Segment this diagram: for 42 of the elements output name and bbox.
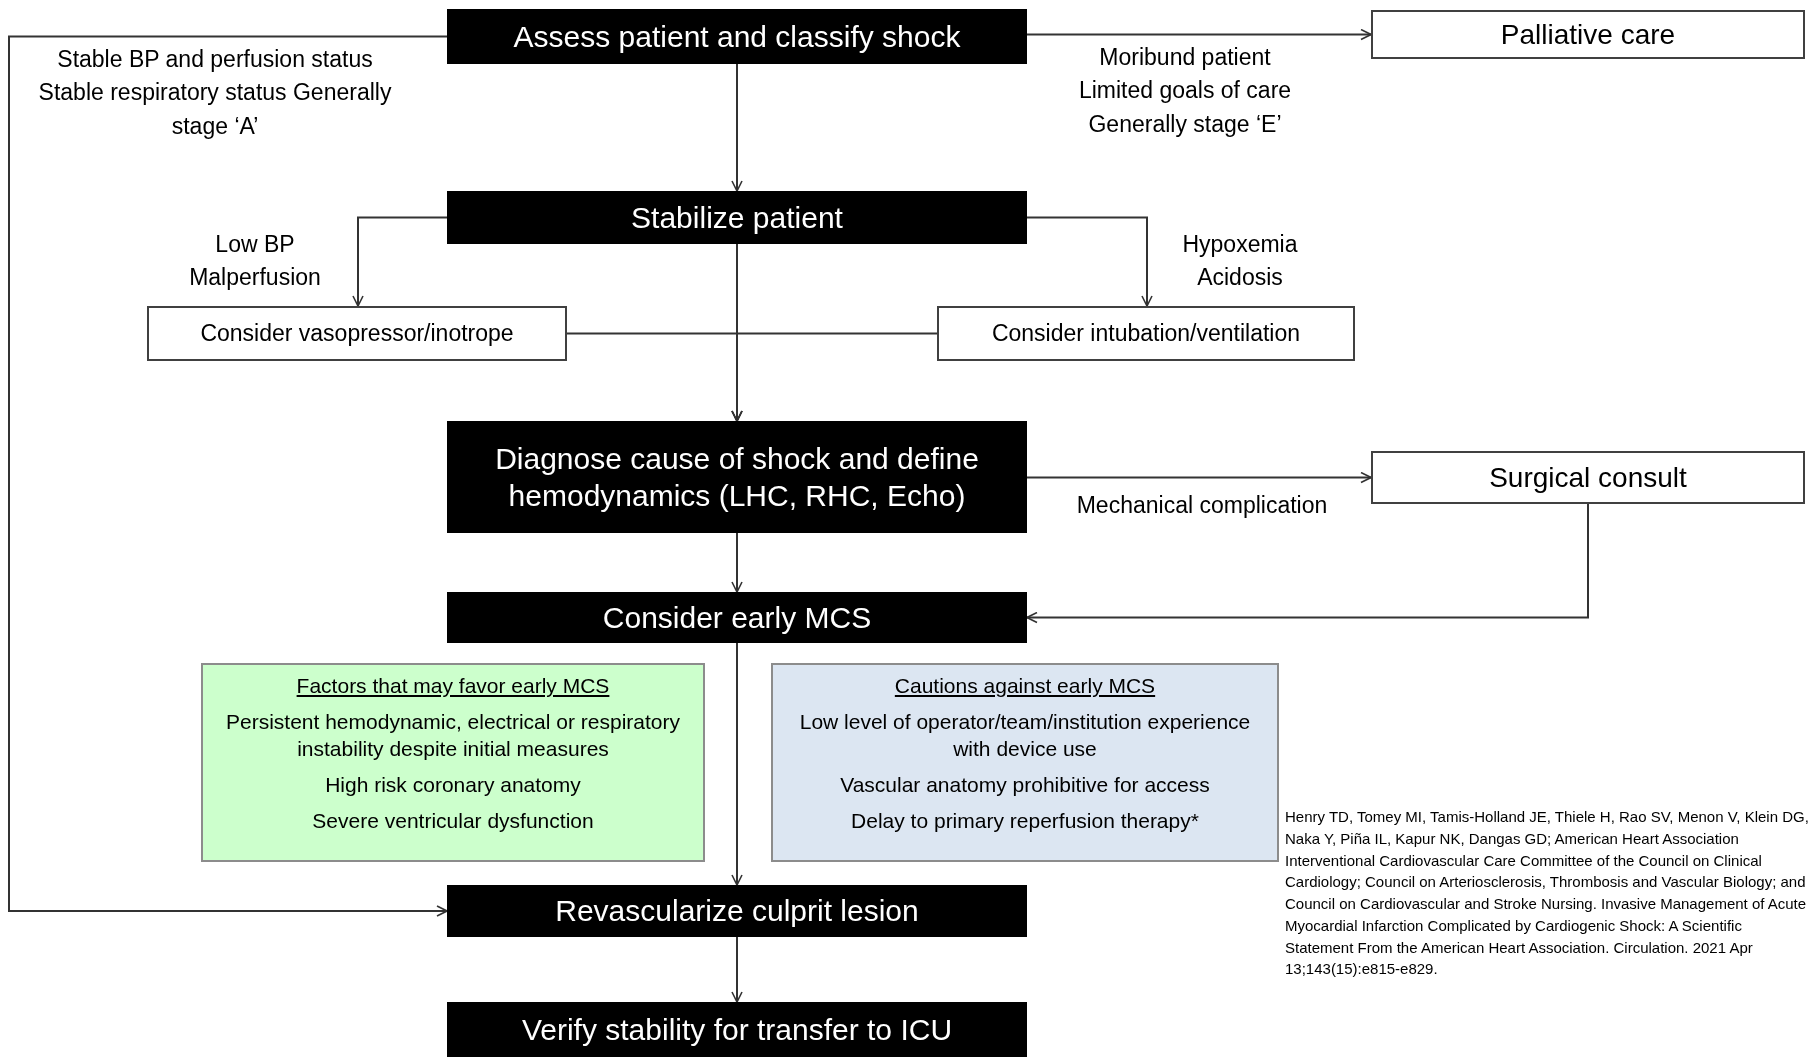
arrow: [1026, 216, 1153, 307]
arrow: [1026, 471, 1372, 484]
process-box: [937, 306, 1355, 361]
box-text: Low level of operator/team/institution experience with device use: [798, 709, 1252, 762]
arrow: [731, 642, 743, 886]
process-box: [1371, 451, 1805, 504]
box-text: Revascularize culprit lesion: [554, 893, 920, 930]
process-box: [147, 306, 567, 361]
box-text: Persistent hemodynamic, electrical or respiratory instability despite initial measures: [225, 709, 681, 762]
info-panel: [771, 663, 1279, 862]
process-box: [1371, 10, 1805, 59]
box-text: Consider intubation/ventilation: [990, 319, 1302, 348]
process-box: [447, 1002, 1027, 1057]
arrow: [731, 332, 938, 422]
arrow: [8, 35, 448, 917]
process-box: [447, 191, 1027, 244]
process-box: [447, 592, 1027, 643]
box-text: Surgical consult: [1488, 461, 1688, 495]
arrow: [731, 63, 743, 192]
process-box: [447, 421, 1027, 533]
process-box: [447, 885, 1027, 937]
box-text: Diagnose cause of shock and define hemodynamics (LHC, RHC, Echo): [494, 440, 980, 514]
box-text: Palliative care: [1499, 18, 1677, 52]
panel-heading: Factors that may favor early MCS: [295, 673, 611, 699]
box-text: Consider vasopressor/inotrope: [199, 319, 515, 348]
box-text: Severe ventricular dysfunction: [311, 808, 595, 834]
info-panel: [201, 663, 705, 862]
box-text: Consider early MCS: [601, 599, 873, 636]
arrow: [731, 532, 743, 593]
box-text: High risk coronary anatomy: [324, 771, 582, 798]
citation-text: Henry TD, Tomey MI, Tamis-Holland JE, Thiele H, Rao SV, Menon V, Klein DG, Naka Y, Piña IL, Kapur NK, Dangas GD; American Heart Association Interventional Cardiovascular Care Committee of the Council on Clinical Cardiology; Council on Arteriosclerosis, Thrombosis and Vascular Biology; and Council on Cardiovascular and Stroke Nursing. Invasive Management of Acute Myocardial Infarction Complicated by Cardiogenic Shock: A Scientific Statement From the American Heart Association. Circulation. 2021 Apr 13;143(15):e815-e829.: [1285, 807, 1810, 980]
arrow: [1026, 503, 1589, 624]
arrow: [1026, 28, 1372, 41]
arrow: [352, 216, 448, 307]
box-text: Verify stability for transfer to ICU: [520, 1011, 954, 1048]
box-text: Stabilize patient: [630, 199, 844, 236]
box-text: Vascular anatomy prohibitive for access: [839, 771, 1211, 798]
panel-heading: Cautions against early MCS: [893, 673, 1157, 699]
process-box: [447, 9, 1027, 64]
box-text: Assess patient and classify shock: [512, 18, 962, 55]
arrow: [731, 936, 743, 1003]
box-text: Delay to primary reperfusion therapy*: [850, 808, 1200, 834]
